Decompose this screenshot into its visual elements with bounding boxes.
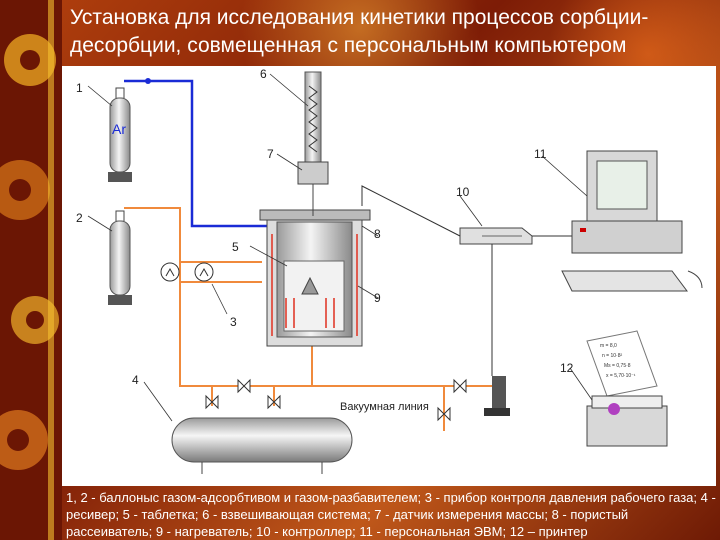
gear-decoration xyxy=(0,0,62,540)
label-11: 11 xyxy=(534,147,547,161)
gas-line xyxy=(124,207,492,431)
label-5: 5 xyxy=(232,240,239,254)
printout-line: n = 10·8² xyxy=(602,353,622,359)
receiver-tank xyxy=(171,417,353,474)
weighing-system xyxy=(297,71,329,216)
figure-caption: 1, 2 - баллоныс газом-адсорбтивом и газо… xyxy=(66,490,716,539)
label-2: 2 xyxy=(76,211,83,225)
printout-line: x = 5,70·10⁻¹ xyxy=(606,373,636,379)
label-6: 6 xyxy=(260,67,267,81)
reactor-vessel xyxy=(259,209,371,347)
argon-label: Ar xyxy=(112,121,126,137)
label-1: 1 xyxy=(76,81,83,95)
argon-line xyxy=(124,79,292,228)
line-valves xyxy=(205,378,467,422)
vacuum-line-label: Вакуумная линия xyxy=(340,401,429,413)
label-7: 7 xyxy=(267,147,274,161)
label-12: 12 xyxy=(560,361,574,375)
printout-text: m = 8,0 n = 10·8² Ms = 0,75·8 x = 5,70·1… xyxy=(600,343,636,379)
vacuum-pump xyxy=(484,376,510,416)
apparatus-diagram: m = 8,0 n = 10·8² Ms = 0,75·8 x = 5,70·1… xyxy=(76,67,703,474)
leader-lines xyxy=(87,73,593,422)
gas-cylinder-2 xyxy=(108,210,132,305)
label-9: 9 xyxy=(374,291,381,305)
printout-line: Ms = 0,75·8 xyxy=(604,363,631,369)
printout-line: m = 8,0 xyxy=(600,343,617,349)
label-10: 10 xyxy=(456,185,470,199)
pressure-gauges xyxy=(160,262,214,282)
label-4: 4 xyxy=(132,373,139,387)
argon-valve xyxy=(145,78,151,84)
personal-computer xyxy=(561,150,703,292)
controller xyxy=(459,227,533,245)
slide-title: Установка для исследования кинетики проц… xyxy=(70,6,649,57)
label-8: 8 xyxy=(374,227,381,241)
label-3: 3 xyxy=(230,315,237,329)
printer xyxy=(586,330,668,447)
gas-cylinder-1 xyxy=(108,87,132,182)
heater xyxy=(271,234,358,336)
signal-wires xyxy=(361,185,582,376)
